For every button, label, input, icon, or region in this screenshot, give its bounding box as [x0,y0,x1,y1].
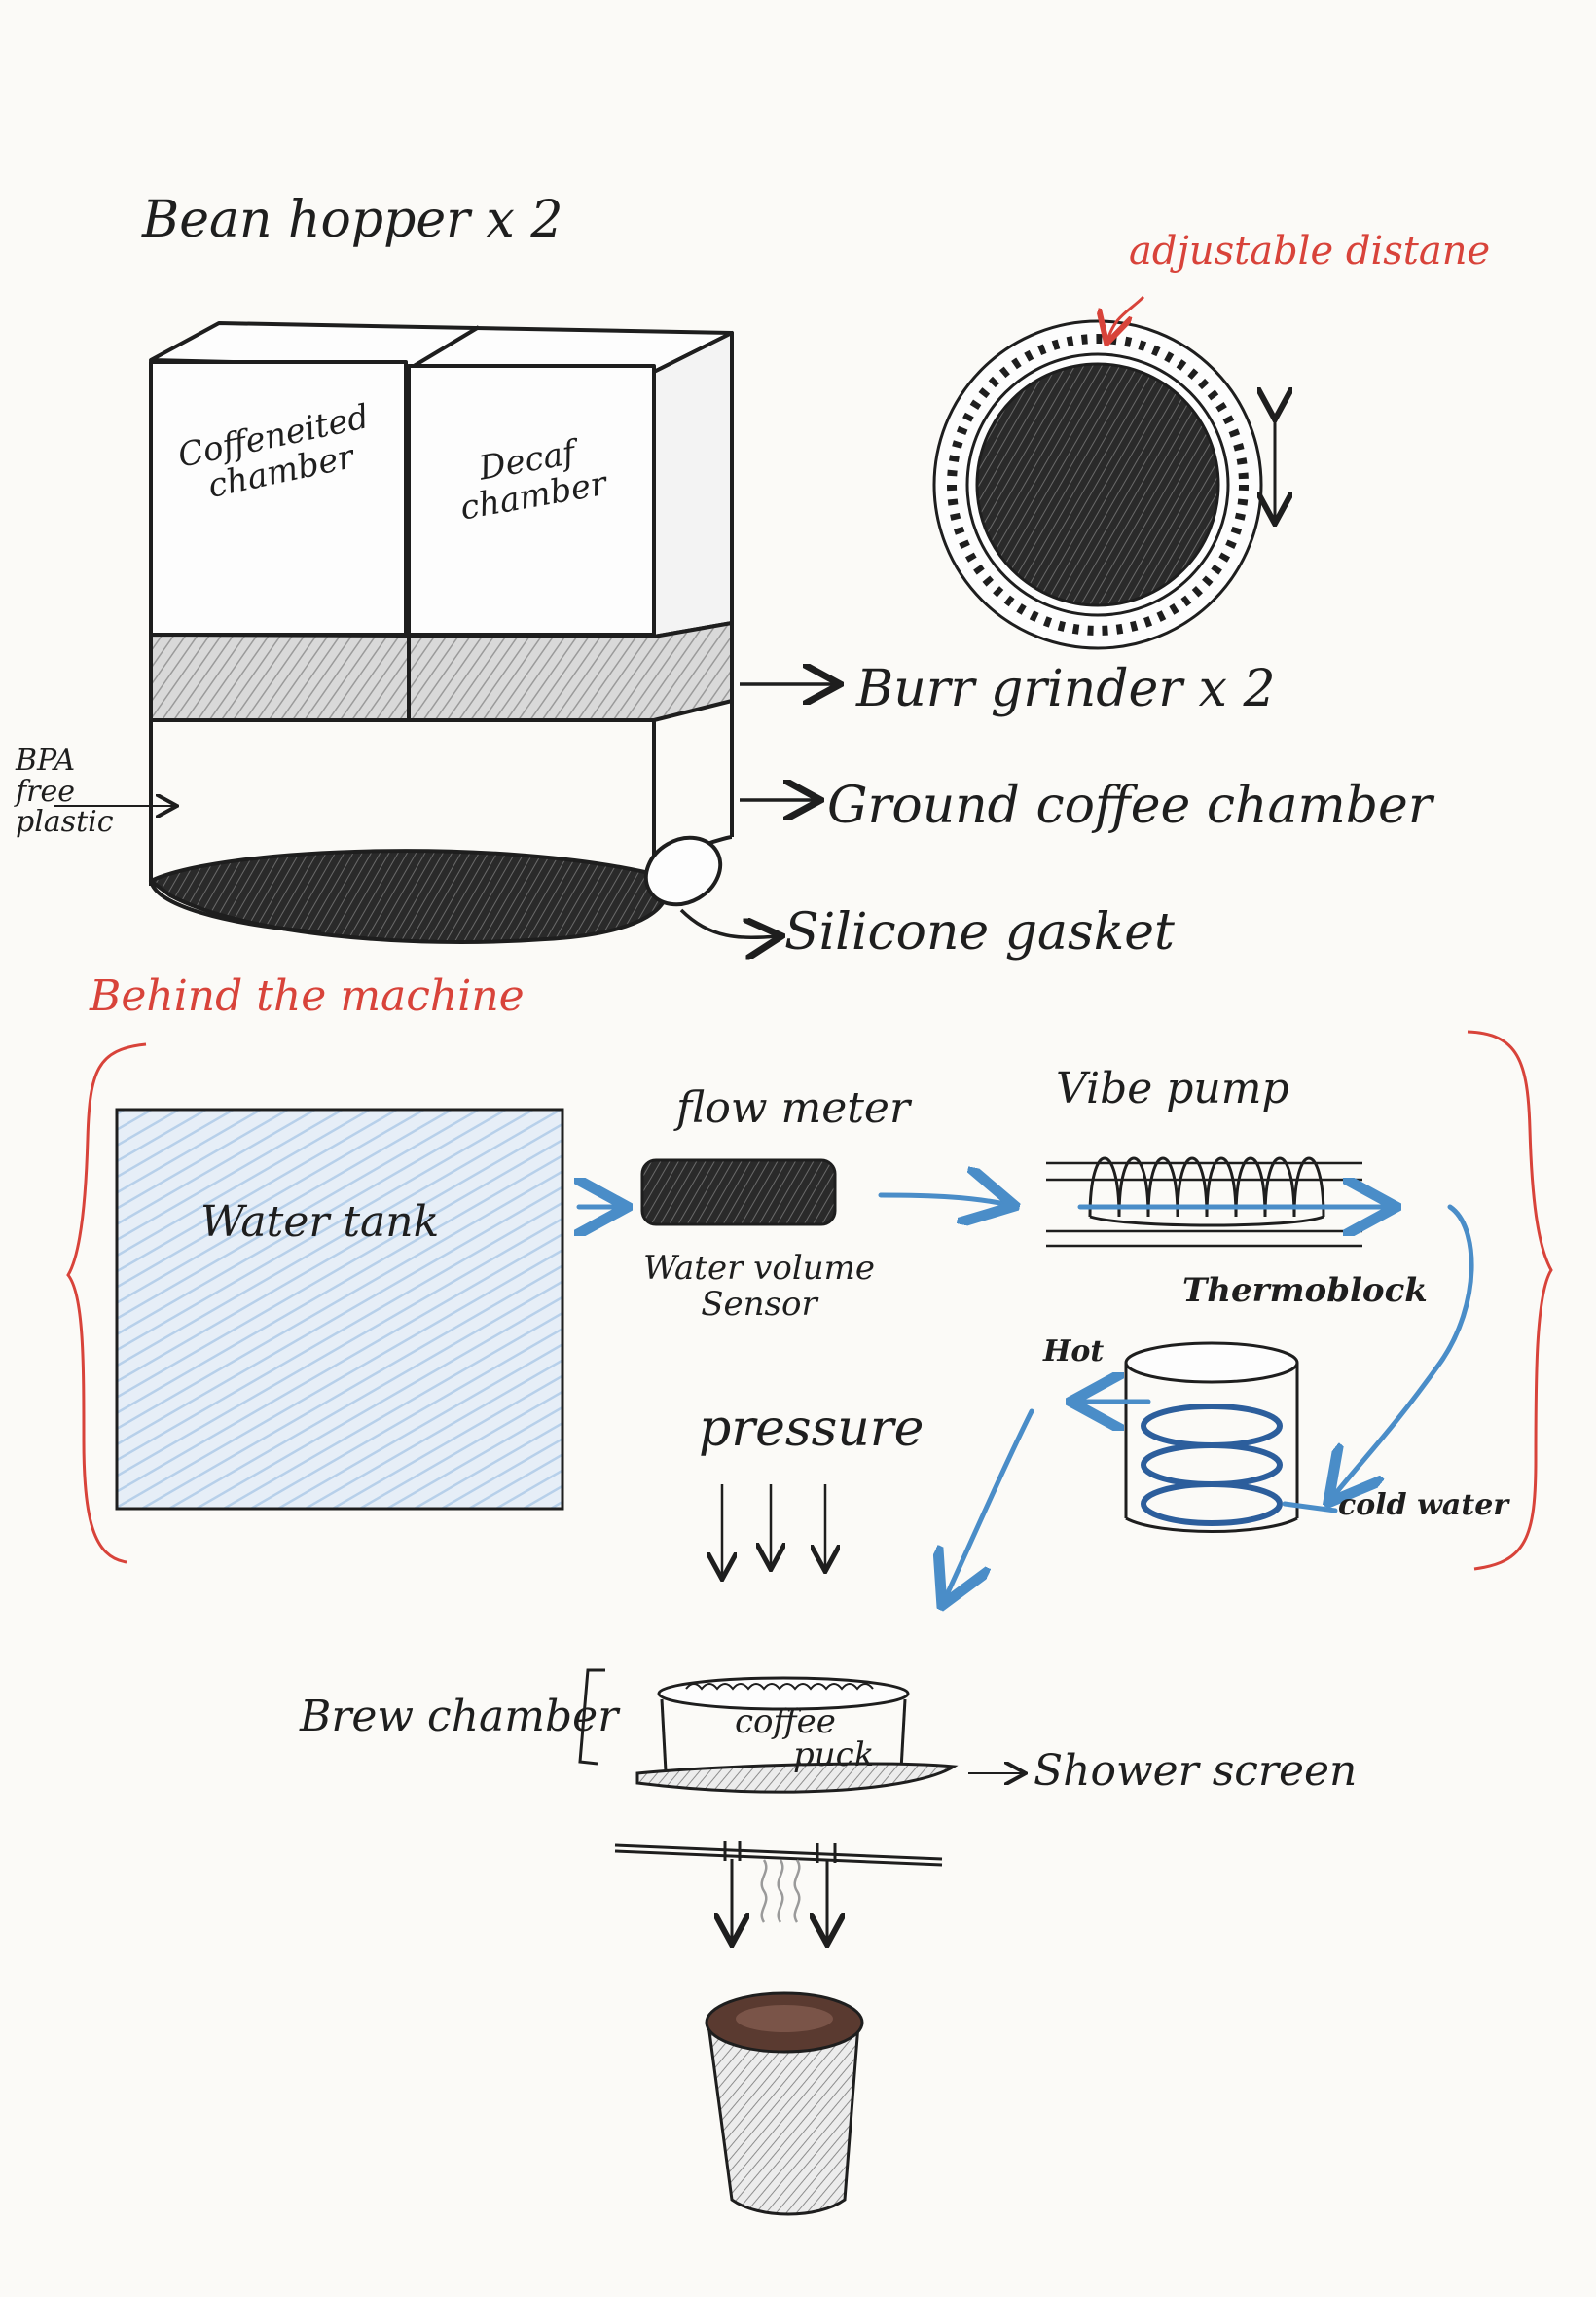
ground-coffee-chamber-label: Ground coffee chamber [827,777,1433,835]
hopper-callout-arrows [54,684,837,937]
thermoblock-label: Thermoblock [1182,1271,1428,1310]
adjustable-distance-label: adjustable distane [1129,229,1491,273]
coffee-puck [635,1676,959,1794]
water-flow-arrows [579,1195,1474,1601]
vibe-pump [1046,1156,1362,1248]
burr-grinder-detail [932,295,1275,650]
silicone-gasket-label: Silicone gasket [784,903,1175,962]
pressure-label: pressure [699,1400,925,1458]
coffee-cup [705,1991,864,2216]
burr-grinder-label: Burr grinder x 2 [856,660,1276,718]
behind-machine-title: Behind the machine [90,971,525,1021]
dispense-plate [614,1841,943,1942]
flow-meter-label: flow meter [676,1083,911,1133]
bean-hopper [149,321,734,944]
vibe-pump-label: Vibe pump [1056,1064,1289,1113]
thermoblock [1124,1341,1299,1533]
red-indicator-arrow [1107,295,1145,341]
behind-brackets [66,1030,1553,1571]
flow-meter [640,1158,837,1226]
hopper-title: Bean hopper x 2 [142,191,563,249]
brew-chamber-label: Brew chamber [300,1692,619,1741]
shower-screen-label: Shower screen [1034,1746,1358,1796]
brew-chamber-bracket [578,1668,605,1766]
steam-icon [760,1859,801,1923]
water-tank-label: Water tank [200,1197,440,1247]
shower-screen [635,1762,959,1794]
water-tank [115,1108,564,1511]
pressure-arrows [722,1484,825,1577]
hot-label: Hot [1043,1334,1105,1368]
cold-water-label: cold water [1338,1488,1509,1522]
